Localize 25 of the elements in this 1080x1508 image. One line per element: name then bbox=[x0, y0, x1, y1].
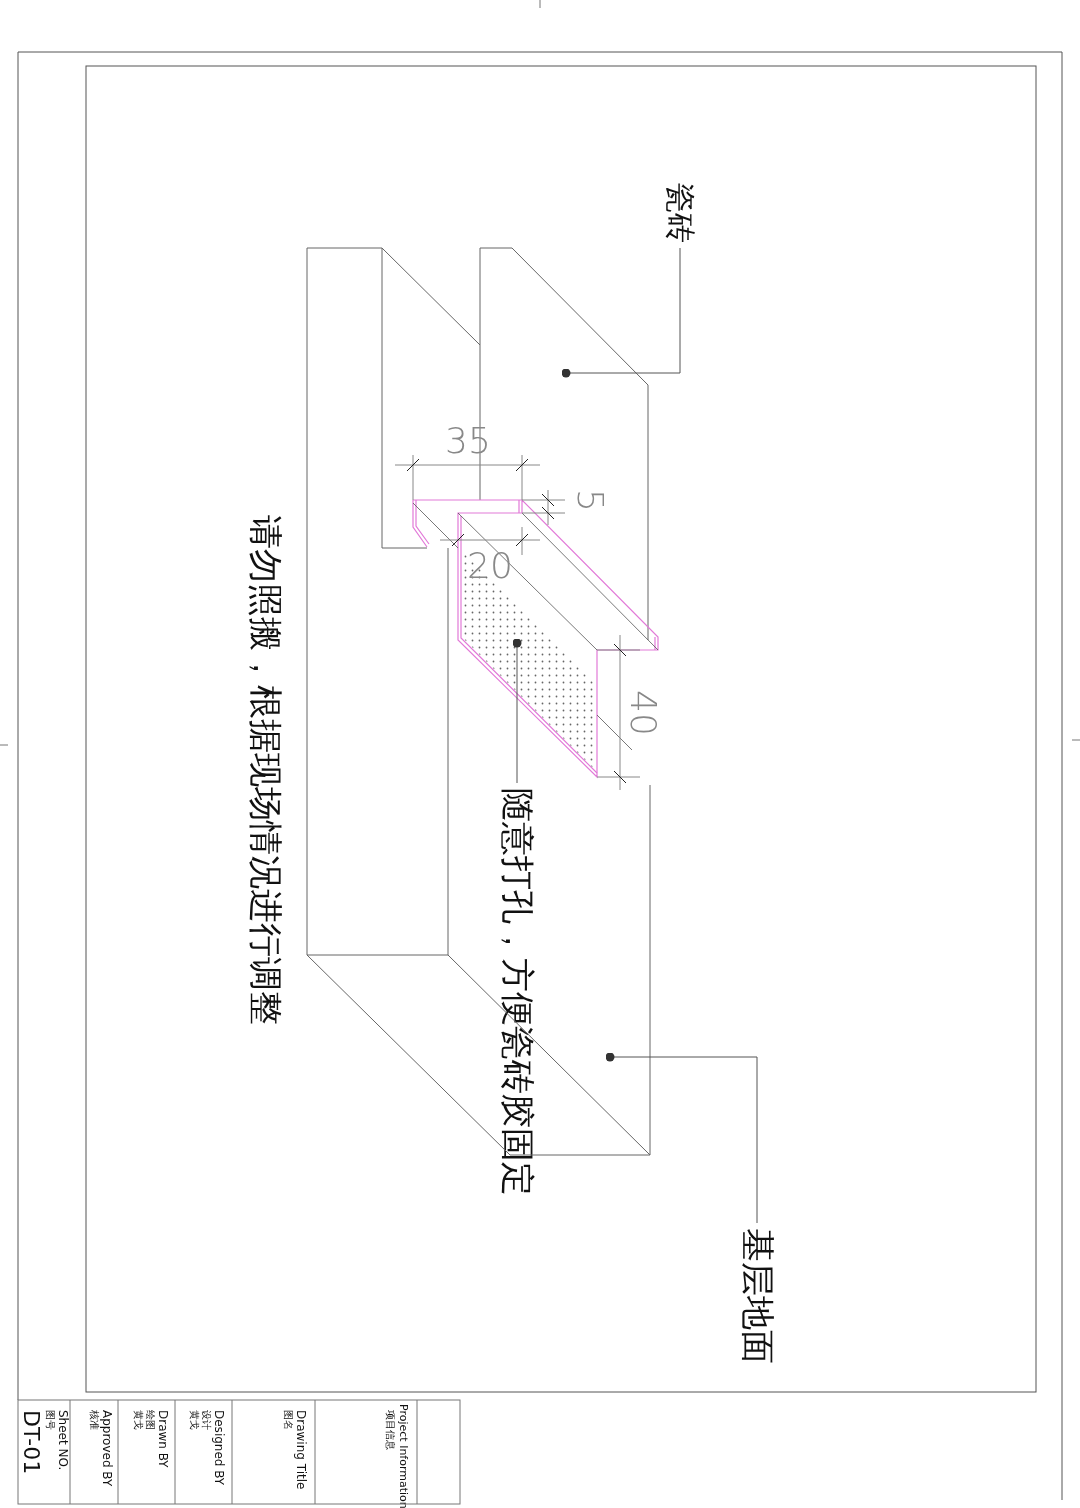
title-block-text: Approved BY bbox=[99, 1410, 113, 1487]
dimension-text: 20 bbox=[467, 545, 513, 587]
dimension-text: 5 bbox=[569, 489, 611, 512]
leader-line bbox=[605, 1052, 758, 1224]
callout-text: 基层地面 bbox=[737, 1228, 777, 1364]
title-block-text: 黄戈 bbox=[132, 1410, 144, 1430]
title-block-text: 项目信息 bbox=[384, 1410, 396, 1450]
title-block-text: Sheet NO. bbox=[55, 1410, 69, 1471]
note-text: 请勿照搬，根据现场情况进行调整 bbox=[245, 515, 285, 1025]
title-block-text: 设计 bbox=[200, 1410, 212, 1430]
callout-text: 随意打孔，方便瓷砖胶固定 bbox=[497, 788, 537, 1196]
title-block-text: 黄戈 bbox=[188, 1410, 200, 1430]
title-block-text: 图名 bbox=[282, 1410, 294, 1430]
leader-line bbox=[512, 638, 522, 784]
dimension-text: 40 bbox=[622, 690, 664, 736]
title-block-text: 图号 bbox=[44, 1410, 56, 1430]
title-block-text: 绘图 bbox=[144, 1410, 156, 1430]
title-block-text: Drawing Title bbox=[293, 1410, 307, 1490]
title-block-text: DT-01 bbox=[18, 1410, 44, 1475]
leader-line bbox=[561, 247, 681, 378]
title-block-text: Project Information bbox=[396, 1404, 410, 1508]
title-block-text: Designed BY bbox=[211, 1410, 225, 1486]
title-block-text: 核准 bbox=[88, 1410, 100, 1430]
callout-text: 瓷砖 bbox=[662, 183, 698, 243]
title-block-text: Drawn BY bbox=[155, 1410, 169, 1468]
